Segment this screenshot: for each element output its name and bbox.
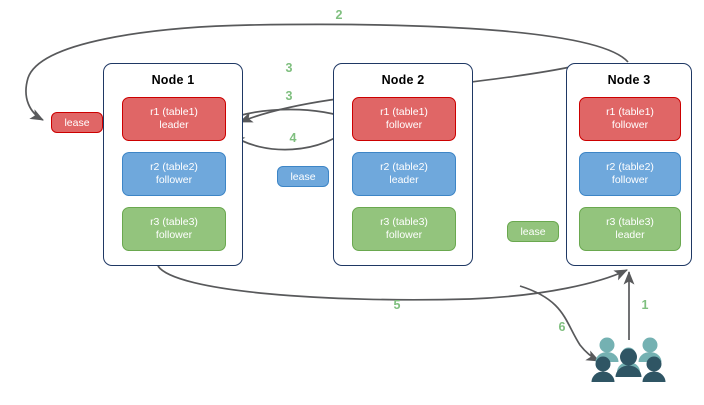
node-1-replica-r1[interactable]: r1 (table1) leader (122, 97, 226, 141)
node-3-replica-r2-name: r2 (table2) (606, 161, 654, 174)
lease-chip-r2[interactable]: lease (277, 166, 329, 187)
node-3-replica-r3[interactable]: r3 (table3) leader (579, 207, 681, 251)
node-1-replica-r2-role: follower (155, 174, 193, 186)
step-label-6: 6 (558, 320, 566, 334)
lease-chip-r1[interactable]: lease (51, 112, 103, 133)
node-3-replica-r2[interactable]: r2 (table2) follower (579, 152, 681, 196)
node-1-replica-r1-name: r1 (table1) (150, 106, 198, 119)
node-1-replica-r3-name: r3 (table3) (150, 216, 198, 229)
node-1-replica-r2[interactable]: r2 (table2) follower (122, 152, 226, 196)
node-1-replica-r3[interactable]: r3 (table3) follower (122, 207, 226, 251)
arrow-step-5 (157, 265, 628, 301)
node-2-replica-r3-name: r3 (table3) (380, 216, 428, 229)
node-2-replica-r1[interactable]: r1 (table1) follower (352, 97, 456, 141)
node-3-replica-r3-name: r3 (table3) (606, 216, 654, 229)
node-2-replica-r1-role: follower (385, 119, 423, 131)
node-2[interactable]: Node 2 r1 (table1) follower r2 (table2) … (333, 63, 473, 266)
node-1-replica-r1-role: leader (159, 119, 189, 131)
node-3-replica-r1[interactable]: r1 (table1) follower (579, 97, 681, 141)
node-1[interactable]: Node 1 r1 (table1) leader r2 (table2) fo… (103, 63, 243, 266)
step-label-3-lower: 3 (285, 89, 293, 103)
lease-chip-r3[interactable]: lease (507, 221, 559, 242)
node-2-replica-r2-name: r2 (table2) (380, 161, 428, 174)
node-3-title: Node 3 (607, 73, 651, 87)
step-label-2: 2 (335, 8, 343, 22)
node-1-replica-r2-name: r2 (table2) (150, 161, 198, 174)
node-3-replica-r1-name: r1 (table1) (606, 106, 654, 119)
node-3[interactable]: Node 3 r1 (table1) follower r2 (table2) … (566, 63, 692, 266)
people-group-icon (591, 337, 666, 382)
node-2-replica-r1-name: r1 (table1) (380, 106, 428, 119)
node-3-replica-r3-role: leader (615, 229, 645, 241)
step-label-3-upper: 3 (285, 61, 293, 75)
node-3-replica-r1-role: follower (611, 119, 649, 131)
step-label-1: 1 (641, 298, 649, 312)
node-2-replica-r2-role: leader (389, 174, 419, 186)
node-2-title: Node 2 (381, 73, 425, 87)
node-2-replica-r3-role: follower (385, 229, 423, 241)
node-2-replica-r3[interactable]: r3 (table3) follower (352, 207, 456, 251)
node-3-replica-r2-role: follower (611, 174, 649, 186)
node-2-replica-r2[interactable]: r2 (table2) leader (352, 152, 456, 196)
node-1-replica-r3-role: follower (155, 229, 193, 241)
step-label-5: 5 (393, 298, 401, 312)
step-label-4: 4 (289, 131, 297, 145)
node-1-title: Node 1 (151, 73, 195, 87)
